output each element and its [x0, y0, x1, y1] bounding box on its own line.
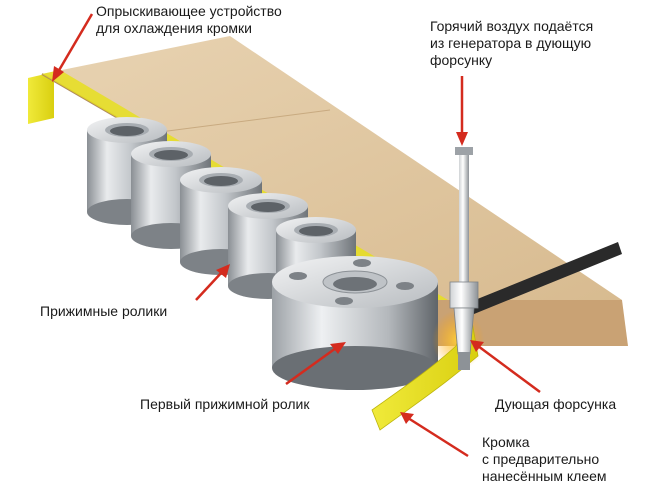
- label-first-roller: Первый прижимной ролик: [140, 396, 310, 412]
- arrow-nozzle: [470, 340, 541, 394]
- edge-tape-back: [28, 72, 54, 124]
- label-nozzle: Дующая форсунка: [495, 396, 617, 412]
- label-edge-line-3: нанесённым клеем: [482, 468, 607, 484]
- label-hot-air: Горячий воздух подаётся из генератора в …: [430, 18, 593, 69]
- blowing-nozzle: [449, 147, 479, 370]
- label-edge: Кромка с предварительно нанесённым клеем: [482, 434, 607, 485]
- arrow-edge: [400, 412, 469, 458]
- edge-tape-front: [371, 308, 479, 431]
- label-sprayer: Опрыскивающее устройство для охлаждения …: [96, 3, 282, 37]
- label-hot-air-line-1: Горячий воздух подаётся: [430, 18, 594, 34]
- board-top: [42, 36, 622, 300]
- label-hot-air-line-2: из генератора в дующую: [430, 35, 592, 51]
- arrow-first-roller: [285, 342, 346, 386]
- label-edge-line-1: Кромка: [482, 434, 530, 450]
- label-sprayer-line-1: Опрыскивающее устройство: [96, 3, 282, 19]
- arrow-sprayer: [52, 13, 94, 82]
- label-hot-air-line-3: форсунку: [430, 52, 493, 68]
- label-press-rollers: Прижимные ролики: [40, 303, 168, 319]
- arrow-press-rollers: [195, 264, 230, 301]
- first-roller: [272, 256, 438, 390]
- label-edge-line-2: с предварительно: [482, 451, 600, 467]
- label-sprayer-line-2: для охлаждения кромки: [96, 20, 253, 36]
- arrow-hot-air: [456, 76, 468, 146]
